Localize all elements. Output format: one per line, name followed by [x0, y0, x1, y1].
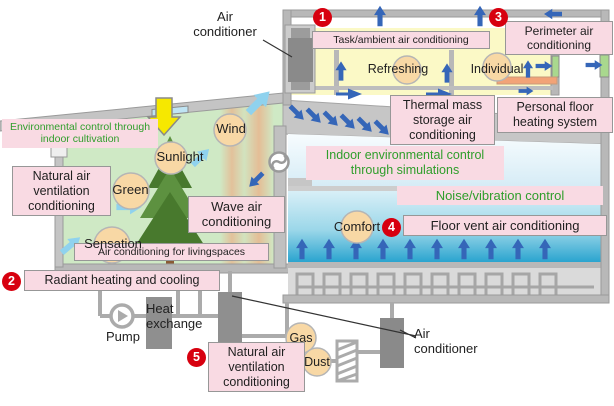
office-partition: [449, 50, 454, 95]
heat-exchanger-unit: [146, 297, 172, 349]
label-natural-air-left: Natural air ventilation conditioning: [12, 166, 111, 217]
label-env-cultivation: Environmental control through indoor cul…: [2, 119, 158, 148]
badge-3: 3: [489, 8, 508, 27]
label-livingspaces: Air conditioning for livingspaces: [74, 243, 269, 262]
base-slab: [282, 294, 610, 304]
badge-5: 5: [187, 348, 206, 367]
annotation-air-conditioner-top: Air conditioner: [193, 9, 257, 39]
annotation-sensation: Sensation: [84, 236, 142, 251]
annotation-pump: Pump: [106, 329, 140, 344]
label-wave-air: Wave air conditioning: [188, 196, 285, 233]
badge-1: 1: [313, 8, 332, 27]
plant-piping: [98, 39, 417, 383]
annotation-green: Green: [112, 182, 149, 197]
annotation-wind: Wind: [216, 121, 246, 136]
wind-circle: [213, 113, 247, 147]
badge-2: 2: [2, 272, 21, 291]
label-noise-vibration: Noise/vibration control: [397, 186, 603, 206]
label-radiant: Radiant heating and cooling: [24, 270, 220, 291]
label-perimeter: Perimeter air conditioning: [505, 21, 613, 56]
comfort-circle: [340, 210, 374, 244]
annotation-individual: Individual: [470, 62, 524, 76]
service-riser: [218, 292, 242, 342]
wall-vent-cap: [50, 146, 68, 158]
annotation-air-conditioner-bottom: Air conditioner: [414, 326, 478, 356]
air-conditioner-unit-bottom: [380, 318, 404, 368]
annotation-sunlight: Sunlight: [156, 149, 204, 164]
refreshing-circle: [392, 55, 422, 85]
label-task-ambient: Task/ambient air conditioning: [312, 31, 490, 50]
air-conditioner-unit-top: [284, 24, 316, 94]
vent-window: [551, 55, 560, 78]
underfloor-plenum: [288, 268, 601, 295]
label-floor-vent: Floor vent air conditioning: [403, 215, 607, 237]
annotation-refreshing: Refreshing: [367, 62, 429, 76]
annotation-gas: Gas: [289, 331, 313, 345]
badge-4: 4: [382, 218, 401, 237]
underfloor-duct-branches: [295, 272, 558, 295]
label-personal-floor: Personal floor heating system: [497, 97, 613, 133]
label-natural-air-bottom: Natural air ventilation conditioning: [208, 342, 305, 393]
raised-floor-slab: [288, 262, 601, 268]
pump-icon: [109, 303, 135, 329]
annotation-comfort: Comfort: [333, 219, 381, 234]
label-thermal-mass: Thermal mass storage air conditioning: [390, 95, 495, 146]
green-circle: [112, 172, 150, 210]
individual-circle: [482, 52, 512, 82]
fan-damper-icon: [268, 151, 290, 173]
label-indoor-simulations: Indoor environmental control through sim…: [306, 146, 504, 180]
sunlight-circle: [154, 141, 188, 175]
annotation-dust: Dust: [304, 355, 330, 369]
office-partition: [334, 50, 339, 95]
office-floor-slab: [291, 86, 553, 90]
leader-lines: [231, 39, 417, 339]
annotation-heat-exchange: Heat exchange: [146, 301, 203, 331]
perimeter-window: [599, 54, 610, 78]
air-filter-icon: [335, 339, 359, 383]
